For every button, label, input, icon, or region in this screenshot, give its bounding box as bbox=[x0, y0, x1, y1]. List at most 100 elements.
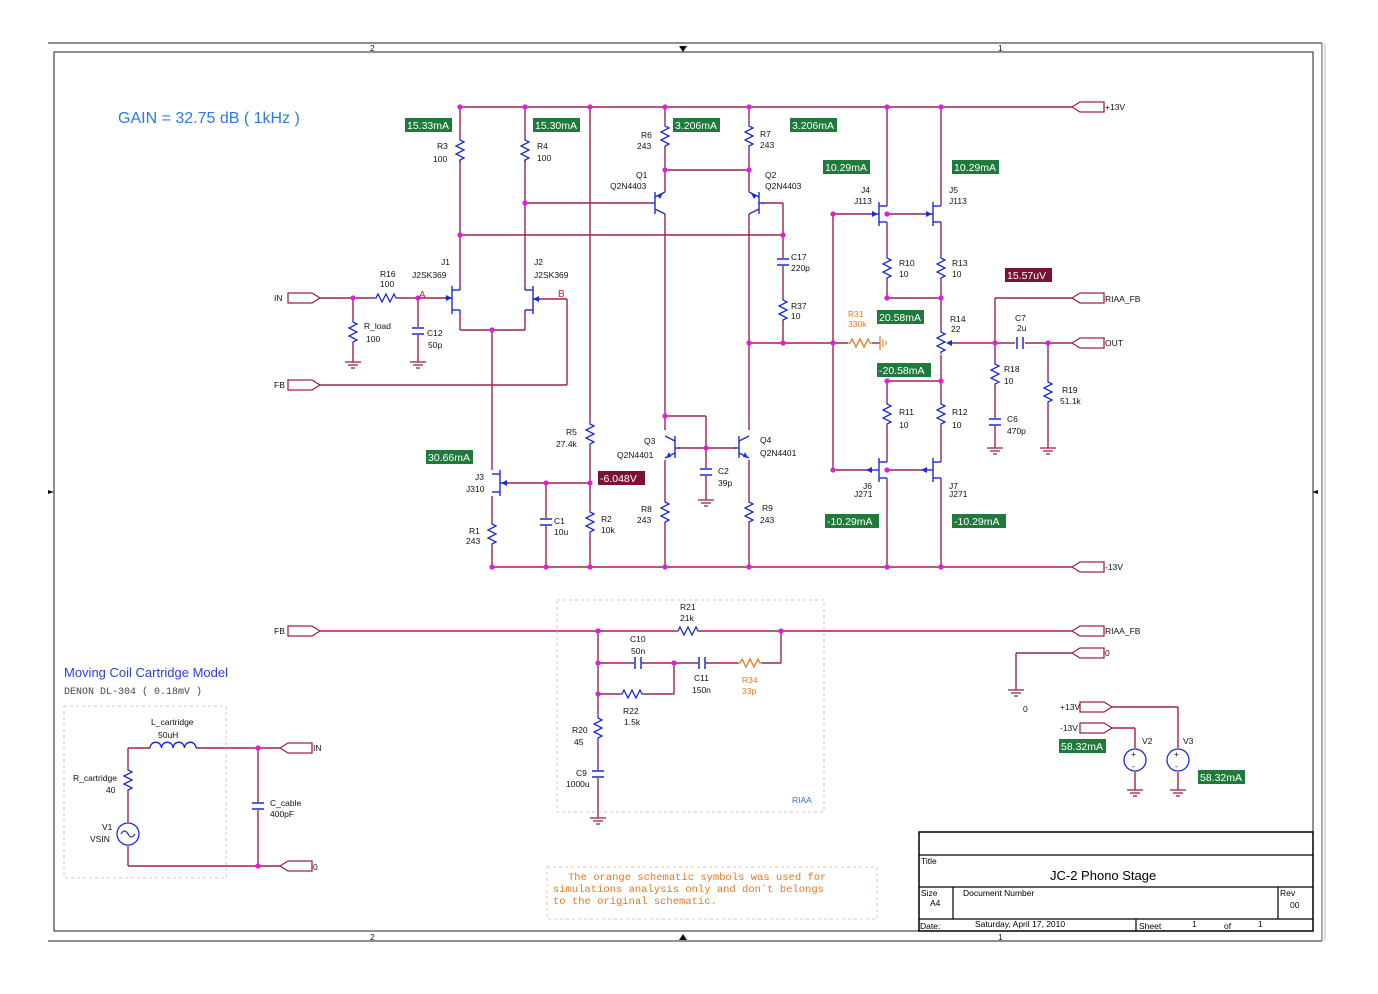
capacitor-c12 bbox=[412, 327, 424, 335]
title-label: Title bbox=[921, 856, 937, 866]
resistor-r8 bbox=[659, 500, 671, 524]
junction-dot bbox=[884, 104, 890, 110]
capacitor-c11 bbox=[698, 657, 706, 669]
c2-ref: C2 bbox=[718, 466, 729, 476]
sheets-value: 1 bbox=[1258, 919, 1263, 929]
ground-zero-label: 0 bbox=[1023, 704, 1028, 714]
junction-dot bbox=[350, 295, 356, 301]
r14-value: 22 bbox=[951, 324, 961, 334]
junction-dot bbox=[746, 564, 752, 570]
date-label: Date: bbox=[920, 921, 940, 931]
v2-ref: V2 bbox=[1142, 736, 1153, 746]
probe-r31-value: 20.58mA bbox=[879, 312, 921, 324]
probe-j5: 10.29mA bbox=[952, 160, 999, 174]
j4-ref: J4 bbox=[861, 185, 870, 195]
junction-dot bbox=[489, 564, 495, 570]
c12-ref: C12 bbox=[427, 328, 443, 338]
junction-dot bbox=[662, 104, 668, 110]
junction-dot bbox=[587, 564, 593, 570]
junction-dot bbox=[884, 564, 890, 570]
j7-value: J271 bbox=[949, 489, 968, 499]
probe-j7: -10.29mA bbox=[952, 514, 1006, 528]
junction-dot bbox=[543, 480, 549, 486]
dc-source-v3: + - bbox=[1166, 748, 1190, 772]
inductor-l-cartridge bbox=[149, 741, 197, 749]
junction-dot bbox=[255, 863, 261, 869]
q4-value: Q2N4401 bbox=[760, 448, 797, 458]
resistor-r18 bbox=[989, 362, 1001, 386]
r7-value: 243 bbox=[760, 140, 774, 150]
probe-r6-value: 3.206mA bbox=[675, 120, 717, 132]
pnp-q1 bbox=[650, 191, 666, 215]
npn-q4 bbox=[734, 435, 750, 459]
probe-r14-low-value: -20.58mA bbox=[879, 365, 925, 377]
c6-ref: C6 bbox=[1007, 414, 1018, 424]
probe-r7: 3.206mA bbox=[790, 118, 837, 132]
probe-v2-value: 58.32mA bbox=[1061, 741, 1103, 753]
rload-value: 100 bbox=[366, 334, 380, 344]
port-symbol bbox=[287, 625, 322, 637]
of-label: of bbox=[1224, 921, 1232, 931]
probe-j4-value: 10.29mA bbox=[825, 162, 867, 174]
probe-j5-value: 10.29mA bbox=[954, 162, 996, 174]
resistor-r20 bbox=[592, 716, 604, 740]
q3-value: Q2N4401 bbox=[617, 450, 654, 460]
probe-v2: 58.32mA bbox=[1059, 739, 1106, 753]
q4-ref: Q4 bbox=[760, 435, 772, 445]
r18-value: 10 bbox=[1004, 376, 1014, 386]
npn-q3 bbox=[664, 435, 680, 459]
node-marker-a: A bbox=[419, 290, 426, 301]
junction-dot bbox=[457, 232, 463, 238]
probe-r5-v: -6.048V bbox=[598, 471, 645, 485]
j2-value: J2SK369 bbox=[534, 270, 569, 280]
r11-ref: R11 bbox=[899, 407, 914, 417]
note-box bbox=[546, 866, 878, 920]
capacitor-c1 bbox=[540, 518, 552, 526]
probe-j6: -10.29mA bbox=[825, 514, 879, 528]
r16-value: 100 bbox=[380, 279, 394, 289]
r13-ref: R13 bbox=[952, 258, 968, 268]
r9-ref: R9 bbox=[762, 503, 773, 513]
ground-symbol bbox=[1008, 689, 1024, 697]
probe-j3-value: 30.66mA bbox=[428, 452, 470, 464]
sheet-frame: 2 1 2 1 bbox=[48, 42, 1326, 942]
probe-r4: 15.30mA bbox=[533, 118, 580, 132]
probe-r7-value: 3.206mA bbox=[792, 120, 834, 132]
resistor-r6 bbox=[659, 124, 671, 148]
r20-ref: R20 bbox=[572, 725, 588, 735]
probe-r3-value: 15.33mA bbox=[407, 120, 449, 132]
probe-r31: 20.58mA bbox=[877, 310, 924, 324]
ground-symbol bbox=[590, 817, 606, 825]
vas-wires bbox=[664, 107, 880, 567]
capacitor-c17 bbox=[777, 258, 789, 266]
resistor-r21 bbox=[676, 625, 700, 637]
port-labels: +13V RIAA_FB OUT -13V IN FB FB RIAA_FB 0… bbox=[274, 102, 1141, 872]
junction-dot bbox=[778, 628, 784, 634]
j6-ref: J6 bbox=[863, 481, 872, 491]
ground-symbol bbox=[1040, 447, 1056, 455]
svg-text:-: - bbox=[1132, 761, 1135, 771]
r7-ref: R7 bbox=[760, 129, 771, 139]
port-symbol bbox=[1070, 561, 1105, 573]
junction-dot bbox=[587, 104, 593, 110]
junction-dot bbox=[938, 378, 944, 384]
r4-value: 100 bbox=[537, 153, 551, 163]
resistor-r7 bbox=[743, 124, 755, 148]
resistor-r9 bbox=[743, 500, 755, 524]
jfet-j2 bbox=[524, 286, 540, 314]
junction-dot bbox=[662, 413, 668, 419]
capacitor-c7 bbox=[1016, 337, 1024, 349]
note-line-1: The orange schematic symbols was used fo… bbox=[568, 872, 826, 884]
c1-value: 10u bbox=[554, 527, 568, 537]
pot-wiper-arrow-icon bbox=[946, 340, 952, 346]
probe-r4-value: 15.30mA bbox=[535, 120, 577, 132]
riaa-group-box bbox=[556, 599, 825, 813]
zone-label-2-top: 2 bbox=[370, 43, 375, 53]
port-cart-0-label: 0 bbox=[313, 862, 318, 872]
j7-ref: J7 bbox=[949, 481, 958, 491]
zone-label-2-bottom: 2 bbox=[370, 932, 375, 942]
jfet-j4 bbox=[866, 202, 887, 226]
c7-value: 2u bbox=[1017, 323, 1027, 333]
rcart-ref: R_cartridge bbox=[73, 773, 117, 783]
port-symbol bbox=[1070, 292, 1105, 304]
